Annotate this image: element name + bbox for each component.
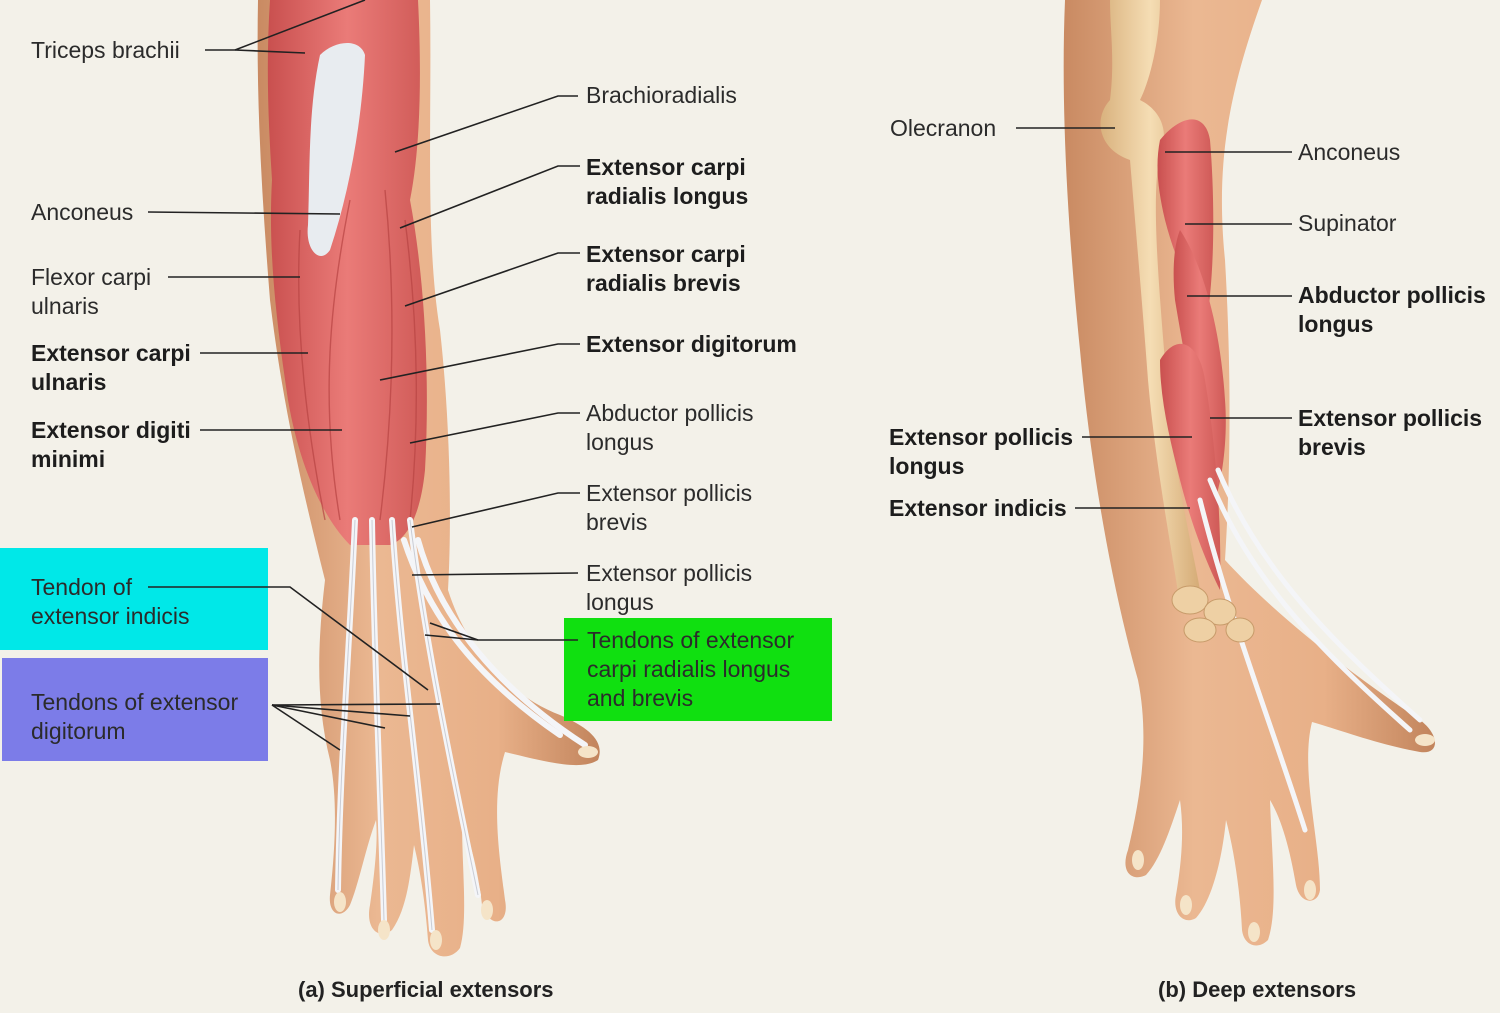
label-extensor-digiti-minimi: Extensor digiti minimi <box>31 416 191 474</box>
label-line: ulnaris <box>31 293 99 319</box>
label-line: longus <box>586 589 654 615</box>
highlight-box-ecr-tendons <box>564 618 832 721</box>
label-line: extensor indicis <box>31 603 190 629</box>
label-brachioradialis: Brachioradialis <box>586 82 737 108</box>
label-line: radialis brevis <box>586 270 741 296</box>
label-line: Extensor pollicis <box>586 560 753 586</box>
forearm-skin-b <box>1063 0 1435 946</box>
label-extensor-carpi-radialis-longus: Extensor carpi radialis longus <box>586 153 748 211</box>
deep-forearm-drawing <box>1063 0 1435 946</box>
label-tendons-extensor-digitorum: Tendons of extensor digitorum <box>31 688 238 746</box>
caption-deep-extensors: (b) Deep extensors <box>1158 977 1357 1002</box>
label-extensor-pollicis-brevis-a: Extensor pollicis brevis <box>586 479 752 537</box>
label-line: Abductor pollicis <box>586 400 754 426</box>
label-line: Extensor carpi <box>586 154 746 180</box>
leader-lines-a <box>147 0 580 751</box>
label-extensor-pollicis-brevis-b: Extensor pollicis brevis <box>1298 404 1482 462</box>
label-extensor-indicis: Extensor indicis <box>889 495 1067 521</box>
label-line: Extensor pollicis <box>889 424 1074 450</box>
label-abductor-pollicis-longus-a: Abductor pollicis longus <box>586 399 753 457</box>
label-line: Extensor carpi <box>586 241 746 267</box>
label-line: longus <box>1298 311 1374 337</box>
label-line: longus <box>889 453 965 479</box>
caption-superficial-extensors: (a) Superficial extensors <box>298 977 554 1002</box>
superficial-forearm-drawing <box>257 0 600 957</box>
label-line: and brevis <box>587 685 694 711</box>
label-line: Extensor pollicis <box>586 480 753 506</box>
label-tendons-ecr-longus-brevis: Tendons of extensor carpi radialis longu… <box>587 626 794 713</box>
label-abductor-pollicis-longus-b: Abductor pollicis longus <box>1298 281 1486 339</box>
label-flexor-carpi-ulnaris: Flexor carpi ulnaris <box>31 263 151 321</box>
label-line: longus <box>586 429 654 455</box>
label-supinator: Supinator <box>1298 210 1397 236</box>
label-line: brevis <box>586 509 648 535</box>
label-line: Extensor carpi <box>31 340 191 366</box>
ulna-bone <box>1100 0 1200 592</box>
label-extensor-carpi-ulnaris: Extensor carpi ulnaris <box>31 339 191 397</box>
label-line: Extensor digiti <box>31 417 191 443</box>
leader-lines-b <box>1016 127 1292 509</box>
label-line: minimi <box>31 446 106 472</box>
label-olecranon: Olecranon <box>890 115 997 141</box>
label-line: digitorum <box>31 718 126 744</box>
highlight-box-extensor-indicis-tendon <box>0 548 268 650</box>
label-line: Tendons of extensor <box>587 627 795 653</box>
label-extensor-pollicis-longus-a: Extensor pollicis longus <box>586 559 752 617</box>
label-line: Abductor pollicis <box>1298 282 1486 308</box>
label-line: Tendon of <box>31 574 133 600</box>
triceps-tendon-patch <box>307 42 365 256</box>
label-tendon-extensor-indicis: Tendon of extensor indicis <box>31 573 190 631</box>
label-extensor-pollicis-longus-b: Extensor pollicis longus <box>889 423 1073 481</box>
highlight-box-extensor-digitorum-tendons <box>2 658 268 761</box>
label-line: ulnaris <box>31 369 107 395</box>
label-extensor-carpi-radialis-brevis: Extensor carpi radialis brevis <box>586 240 746 298</box>
label-triceps-brachii: Triceps brachii <box>31 37 180 63</box>
label-line: brevis <box>1298 434 1366 460</box>
label-line: Extensor pollicis <box>1298 405 1483 431</box>
label-extensor-digitorum: Extensor digitorum <box>586 331 797 357</box>
label-line: carpi radialis longus <box>587 656 791 682</box>
label-anconeus-b: Anconeus <box>1298 139 1401 165</box>
label-anconeus-a: Anconeus <box>31 199 134 225</box>
label-line: Flexor carpi <box>31 264 152 290</box>
label-line: radialis longus <box>586 183 749 209</box>
label-line: Tendons of extensor <box>31 689 239 715</box>
